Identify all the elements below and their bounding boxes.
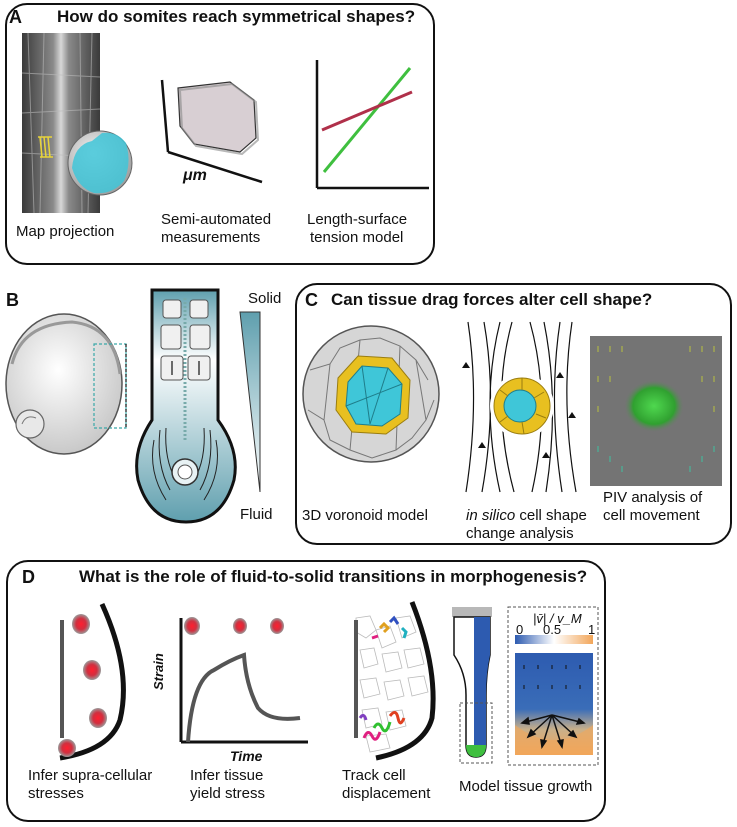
solid-fluid-gradient-wedge [239,311,261,493]
insilico-italic-text: in silico [466,507,516,524]
colorbar-tick-0: 0 [516,622,524,637]
track-caption-1: Track cell [342,767,406,784]
yield-caption-2: yield stress [190,785,266,802]
axis-unit-label: μm [183,167,207,184]
in-silico-flow-diagram [462,321,577,493]
colorbar-label: |v̄| / v_M [533,611,582,626]
insilico-caption-2: change analysis [466,525,574,542]
semi-automated-caption-2: measurements [161,229,261,246]
yield-caption-1: Infer tissue [190,767,264,784]
length-surface-caption-1: Length-surface [307,211,408,228]
insilico-caption-1: in silico cell shape [466,507,587,524]
tissue-growth-model [452,606,599,766]
tension-model-plot [315,60,429,190]
panel-c-title: Can tissue drag forces alter cell shape? [331,290,653,309]
voronoid-caption: 3D voronoid model [302,507,428,524]
somite-microscopy-image [21,32,133,214]
panel-a-title: How do somites reach symmetrical shapes? [57,7,416,26]
panel-d-title: What is the role of fluid-to-solid trans… [79,567,588,586]
supracellular-caption-1: Infer supra-cellular [28,767,153,784]
time-axis-label: Time [230,748,263,764]
panel-d-letter: D [22,567,35,587]
supracellular-caption-2: stresses [28,785,84,802]
length-surface-caption-2: tension model [310,229,404,246]
zebrafish-embryo [5,313,127,455]
cell-tracking-diagram [350,601,441,761]
colorbar-tick-mid: 0.5 [543,622,562,637]
voronoid-model [302,325,440,463]
somite-measurement-diagram [160,79,263,184]
model-growth-caption: Model tissue growth [459,778,593,795]
panel-a-letter: A [9,7,22,27]
panel-d [6,560,606,822]
piv-analysis-image [590,336,722,486]
map-projection-caption: Map projection [16,223,115,240]
strain-axis-label: Strain [151,653,166,690]
track-caption-2: displacement [342,785,431,802]
panel-b-letter: B [6,290,19,310]
supracellular-stress-diagram [58,602,126,761]
piv-caption-2: cell movement [603,507,700,524]
tailbud-tissue-schematic [135,288,237,524]
yield-stress-plot [179,617,308,744]
semi-automated-caption-1: Semi-automated [161,211,272,228]
colorbar-tick-1: 1 [588,622,596,637]
piv-caption-1: PIV analysis of [603,489,703,506]
panel-c-letter: C [305,290,318,310]
gradient-solid-label: Solid [248,290,282,307]
insilico-rest-text: cell shape [515,507,587,524]
gradient-fluid-label: Fluid [240,506,273,523]
